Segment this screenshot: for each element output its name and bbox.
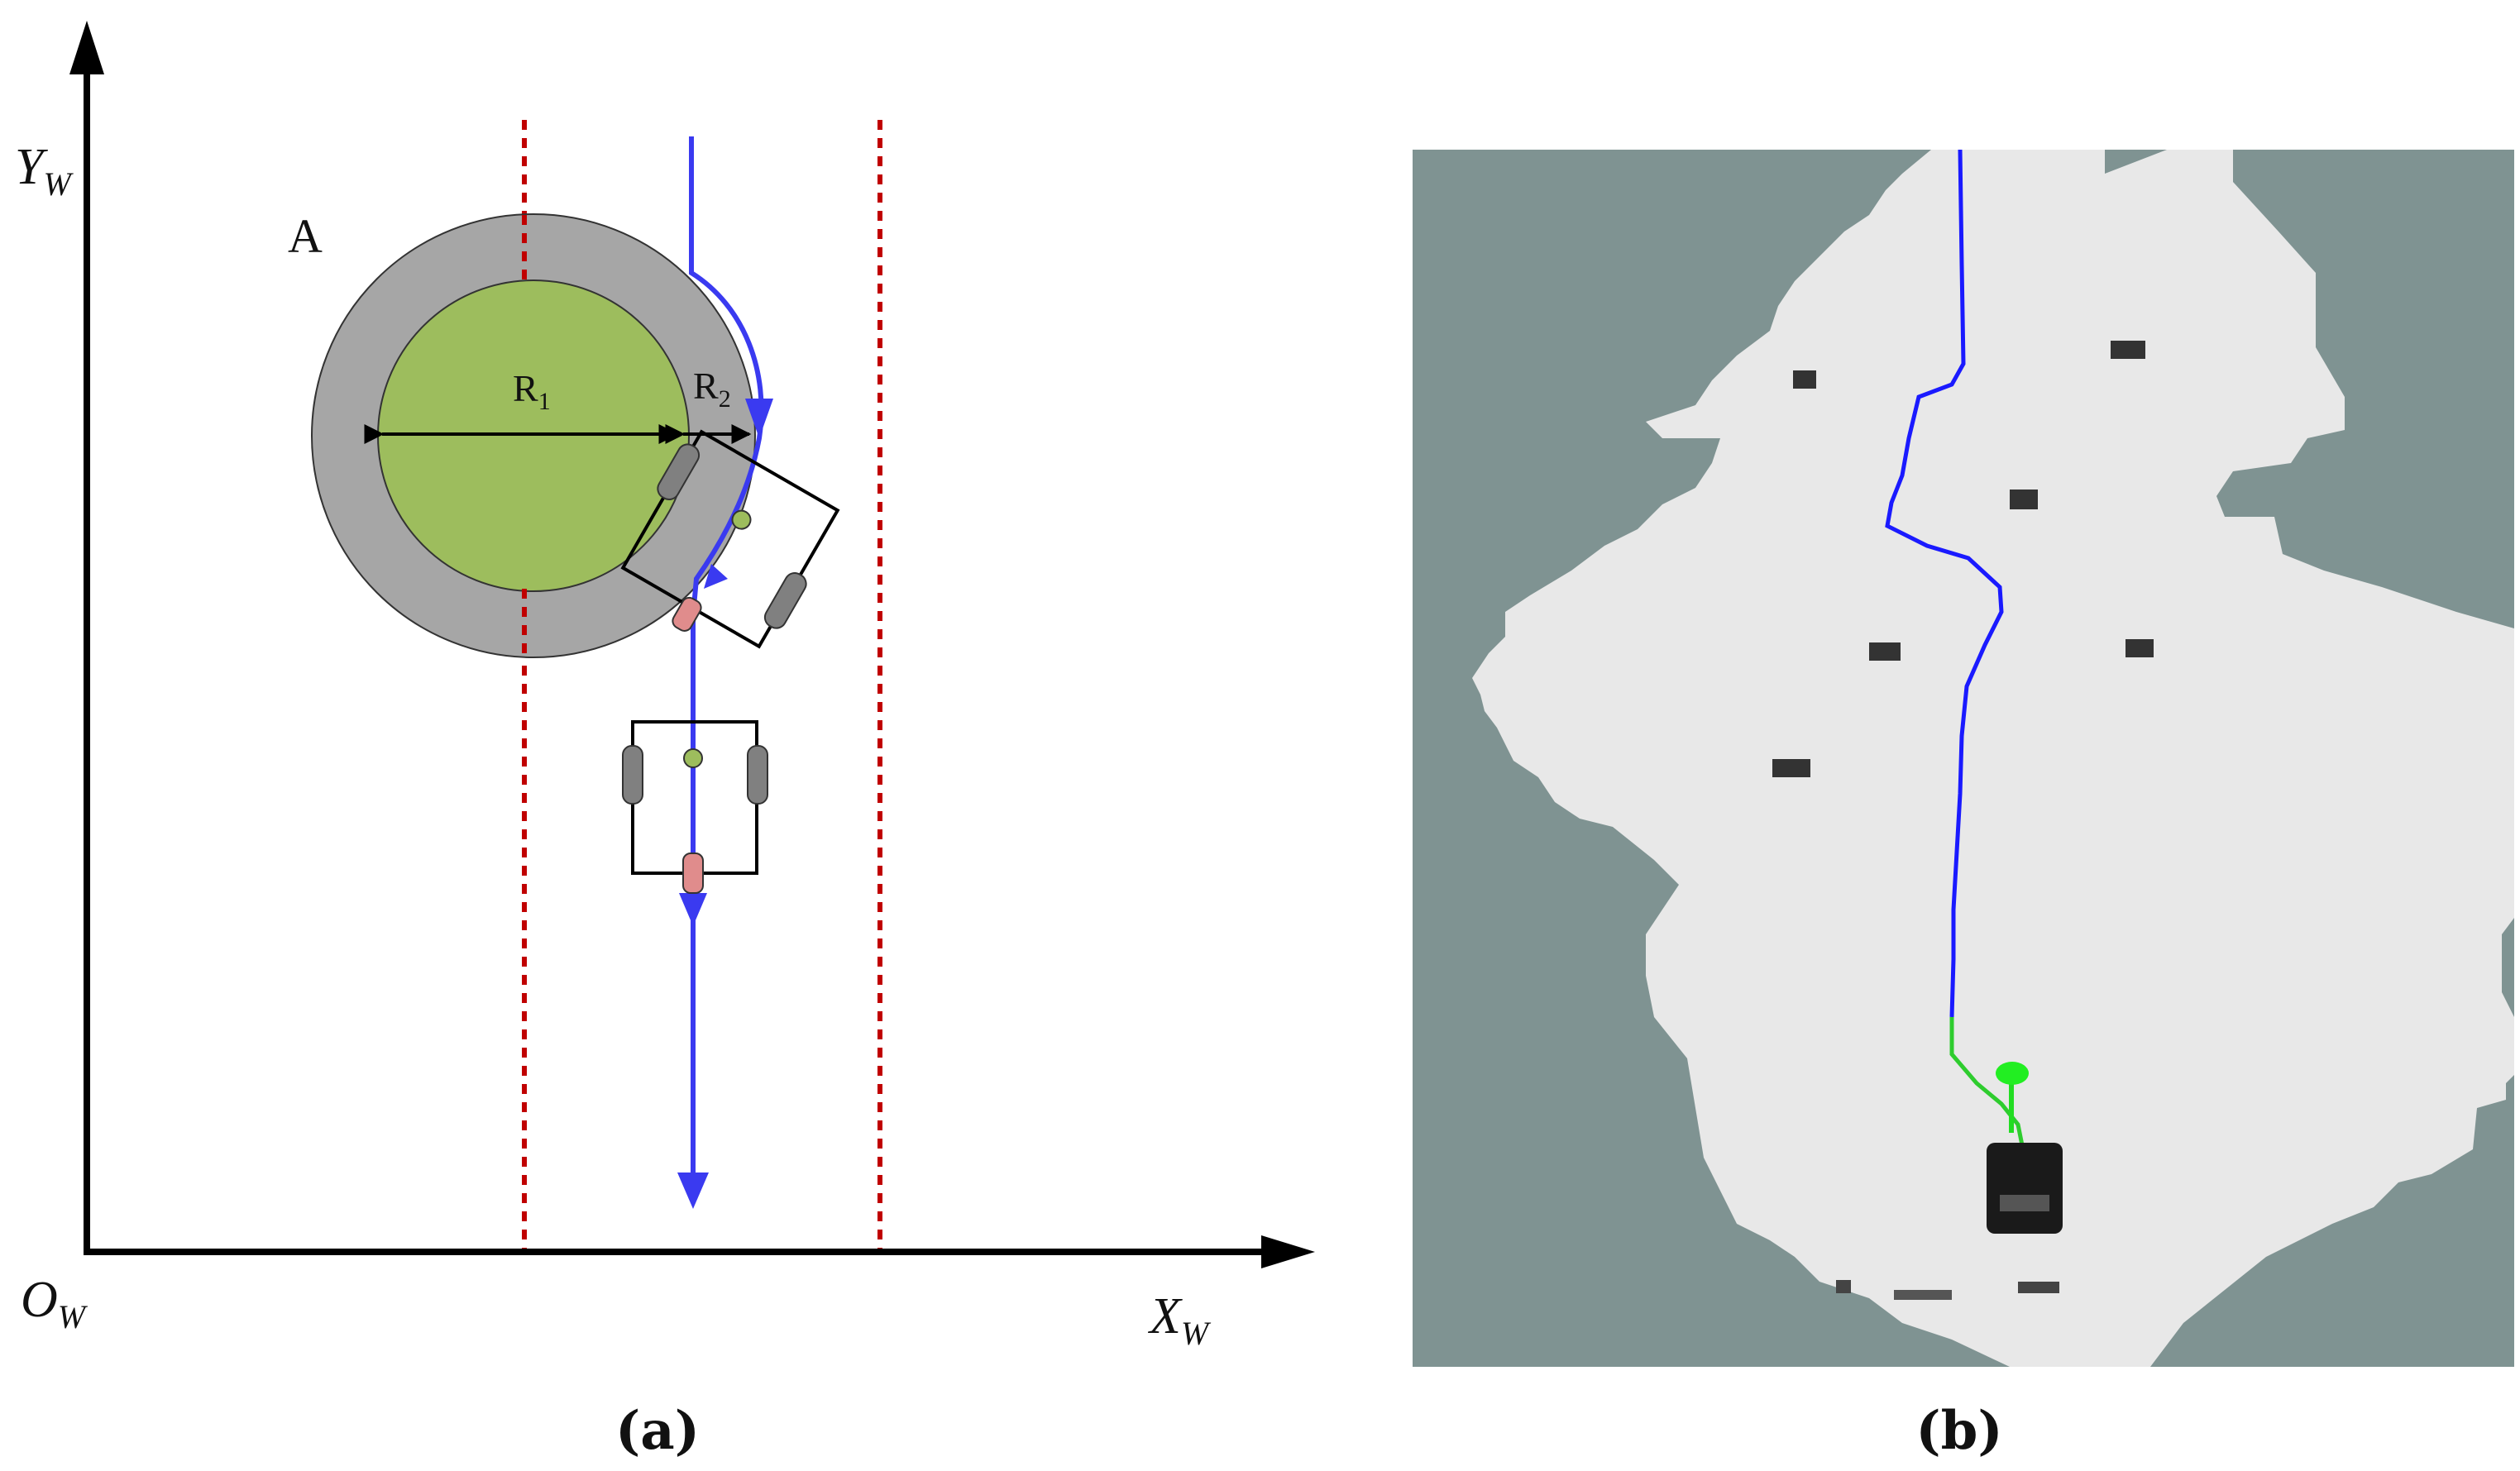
map-robot-detail bbox=[2000, 1195, 2049, 1211]
r1-label: R1 bbox=[513, 367, 551, 415]
robot-center bbox=[731, 509, 752, 530]
robot-turning bbox=[620, 429, 840, 649]
map-obstacle bbox=[1793, 370, 1816, 389]
map-goal-marker bbox=[1996, 1062, 2029, 1085]
path-arrow-end bbox=[677, 1173, 709, 1209]
path-arrow-lower bbox=[679, 893, 707, 926]
panel-b: (b) bbox=[1413, 150, 2514, 1462]
robot-caster bbox=[682, 853, 704, 894]
r2-label: R2 bbox=[693, 365, 731, 413]
occupancy-map bbox=[1413, 150, 2514, 1367]
map-free-area bbox=[1472, 150, 2514, 1367]
origin-label: OW bbox=[21, 1272, 88, 1335]
map-obstacle bbox=[1869, 642, 1901, 661]
y-axis-arrowhead bbox=[69, 21, 104, 74]
map-obstacle bbox=[2010, 490, 2038, 509]
obstacle-label: A bbox=[288, 209, 323, 263]
map-obstacle bbox=[1836, 1280, 1851, 1293]
robot-wheel-right bbox=[747, 745, 768, 805]
caption-a: (a) bbox=[615, 1400, 700, 1462]
map-obstacle bbox=[1894, 1290, 1952, 1300]
robot-straight bbox=[622, 720, 768, 894]
map-obstacle bbox=[2111, 341, 2145, 359]
map-obstacle bbox=[2018, 1282, 2059, 1293]
map-local-path bbox=[1949, 1017, 2025, 1146]
panel-a: YW OW XW A R1 R2 bbox=[15, 21, 1315, 1462]
robot-wheel-right bbox=[763, 572, 807, 629]
robot-wheel-left bbox=[622, 745, 643, 805]
y-axis-label: YW bbox=[15, 139, 74, 203]
path-arrow-middle bbox=[704, 564, 728, 589]
caption-b: (b) bbox=[1915, 1400, 2002, 1462]
robot-center bbox=[683, 748, 703, 768]
x-axis-label: XW bbox=[1147, 1288, 1212, 1352]
x-axis-arrowhead bbox=[1261, 1235, 1315, 1268]
robot-wheel-left bbox=[657, 443, 701, 501]
map-global-path bbox=[1885, 150, 2004, 1018]
path-arrow-upper bbox=[745, 399, 773, 438]
map-obstacle bbox=[1772, 759, 1810, 777]
map-obstacle bbox=[2126, 639, 2154, 657]
robot-caster bbox=[672, 596, 702, 632]
map-robot bbox=[1987, 1143, 2063, 1234]
